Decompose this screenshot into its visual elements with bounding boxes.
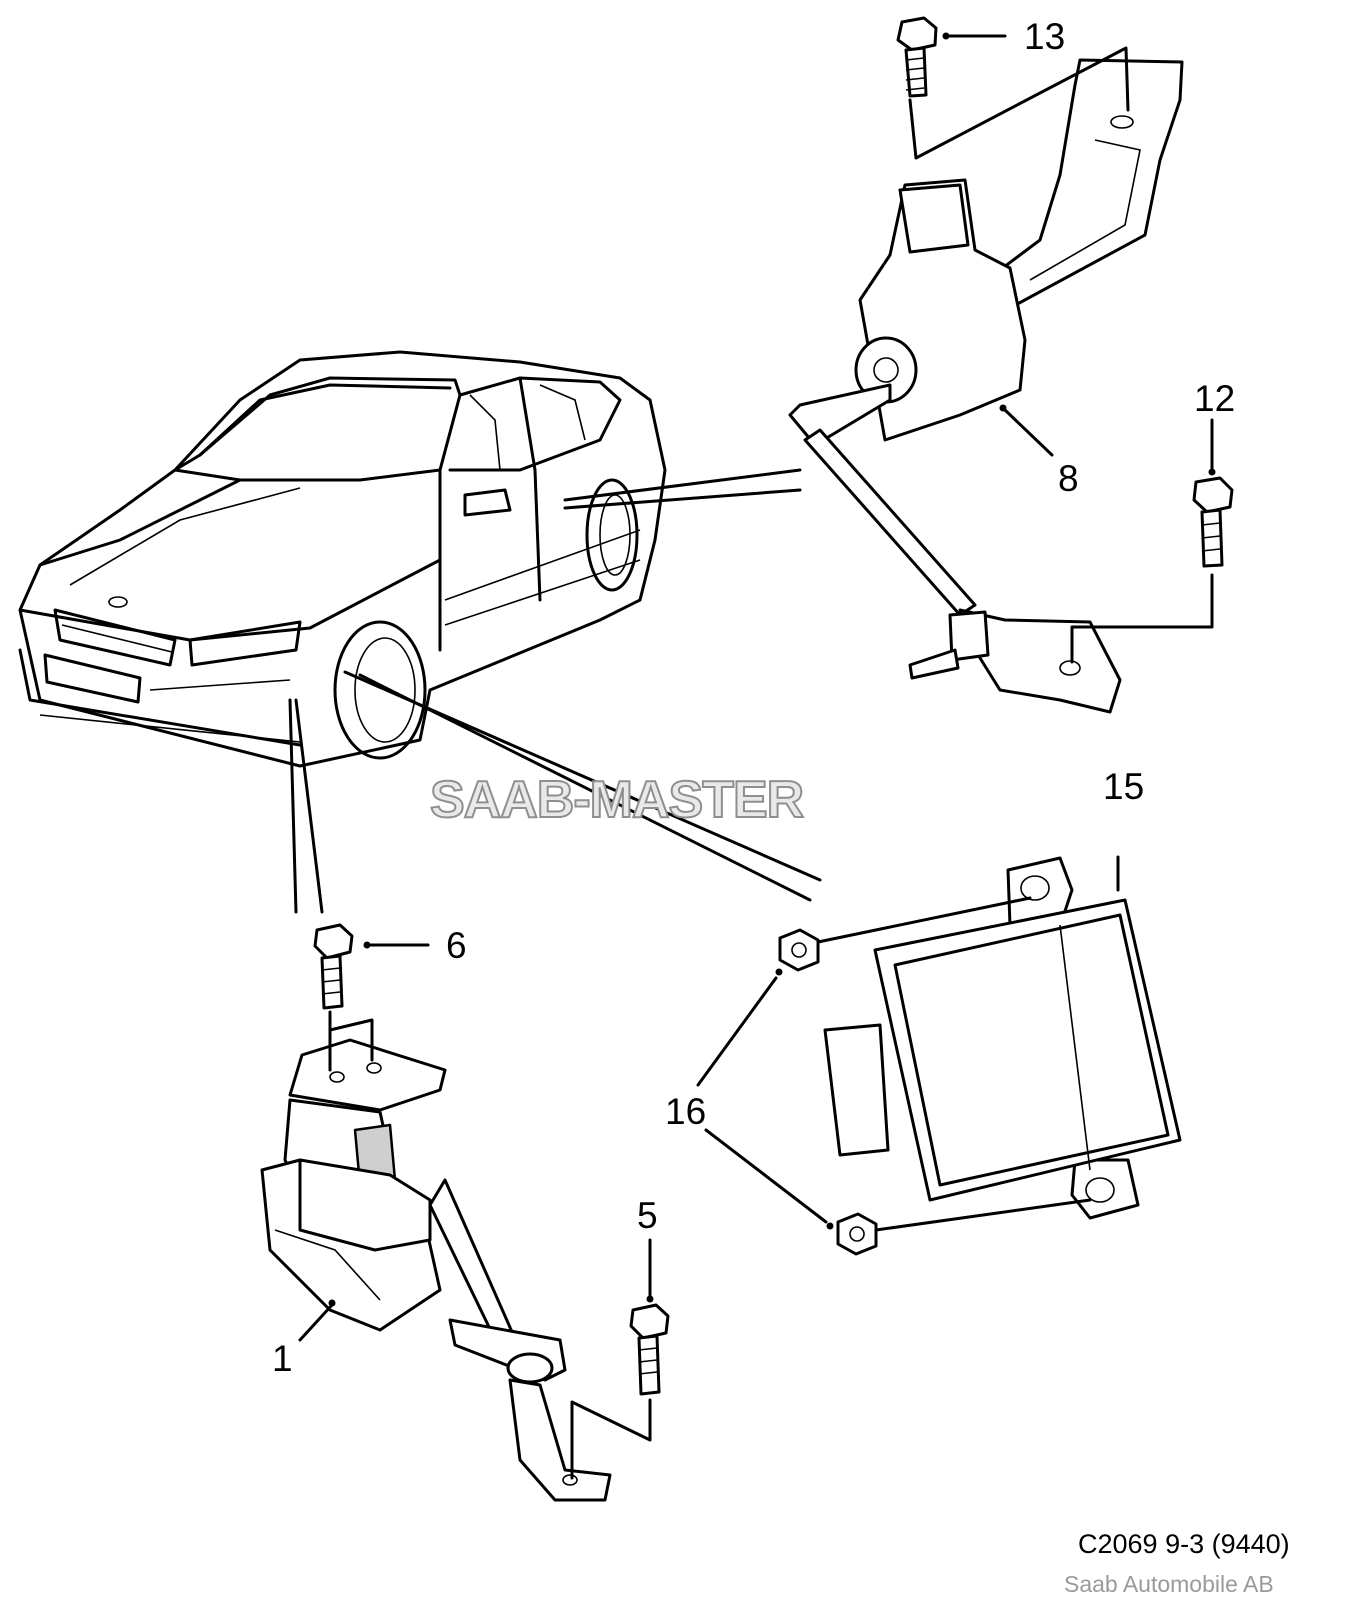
bolt-part-6 [313, 923, 430, 1010]
nut-part-16 [696, 896, 1092, 1256]
bolt-part-5 [570, 1238, 670, 1480]
callout-15: 15 [1103, 766, 1145, 807]
car-leader-lines [288, 468, 822, 914]
callout-13: 13 [1024, 16, 1066, 57]
callout-1: 1 [272, 1338, 293, 1379]
callout-6: 6 [446, 925, 467, 966]
bolt-part-13 [896, 16, 1130, 160]
callout-5: 5 [637, 1195, 658, 1236]
callout-8: 8 [1058, 458, 1079, 499]
callout-16: 16 [665, 1091, 707, 1132]
drawing-code: C2069 9-3 (9440) [1078, 1529, 1290, 1559]
callout-12: 12 [1194, 378, 1236, 419]
car-illustration [18, 350, 667, 768]
callout-leader-1 [298, 1303, 334, 1342]
callout-leader-8 [1003, 408, 1054, 457]
copyright-notice: Saab Automobile AB [1064, 1571, 1274, 1597]
control-module-part-15 [823, 855, 1182, 1220]
watermark-text: SAAB-MASTER [429, 771, 805, 829]
rear-level-sensor-part-8 [788, 58, 1184, 714]
front-level-sensor-part-1 [260, 1010, 612, 1502]
bolt-part-12 [1070, 418, 1234, 664]
